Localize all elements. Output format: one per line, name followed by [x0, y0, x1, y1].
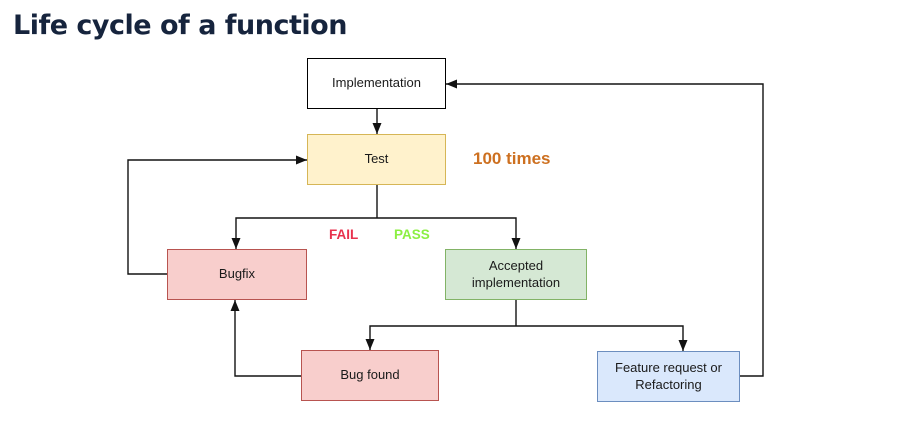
node-test-label: Test [364, 151, 389, 167]
node-bug-found: Bug found [301, 350, 439, 401]
node-accepted-implementation: Accepted implementation [445, 249, 587, 300]
node-bugfix: Bugfix [167, 249, 307, 300]
edge-accepted-to-bug-found [365, 325, 516, 350]
edge-label-fail: FAIL [329, 227, 359, 242]
edge-label-pass: PASS [394, 227, 430, 242]
node-feature-request-label: Feature request or Refactoring [615, 360, 722, 392]
edge-feature-to-implementation [446, 79, 764, 377]
node-test: Test [307, 134, 446, 185]
node-bug-found-label: Bug found [340, 367, 400, 383]
page-title: Life cycle of a function [13, 10, 347, 41]
node-implementation: Implementation [307, 58, 446, 109]
node-accepted-implementation-label: Accepted implementation [471, 258, 561, 290]
edge-bug-found-to-bugfix [230, 300, 301, 377]
edge-label-100-times: 100 times [473, 149, 551, 168]
edge-accepted-to-feature [516, 325, 688, 351]
node-implementation-label: Implementation [332, 75, 421, 91]
node-bugfix-label: Bugfix [218, 266, 256, 282]
node-feature-request-or-refactoring: Feature request or Refactoring [597, 351, 740, 402]
